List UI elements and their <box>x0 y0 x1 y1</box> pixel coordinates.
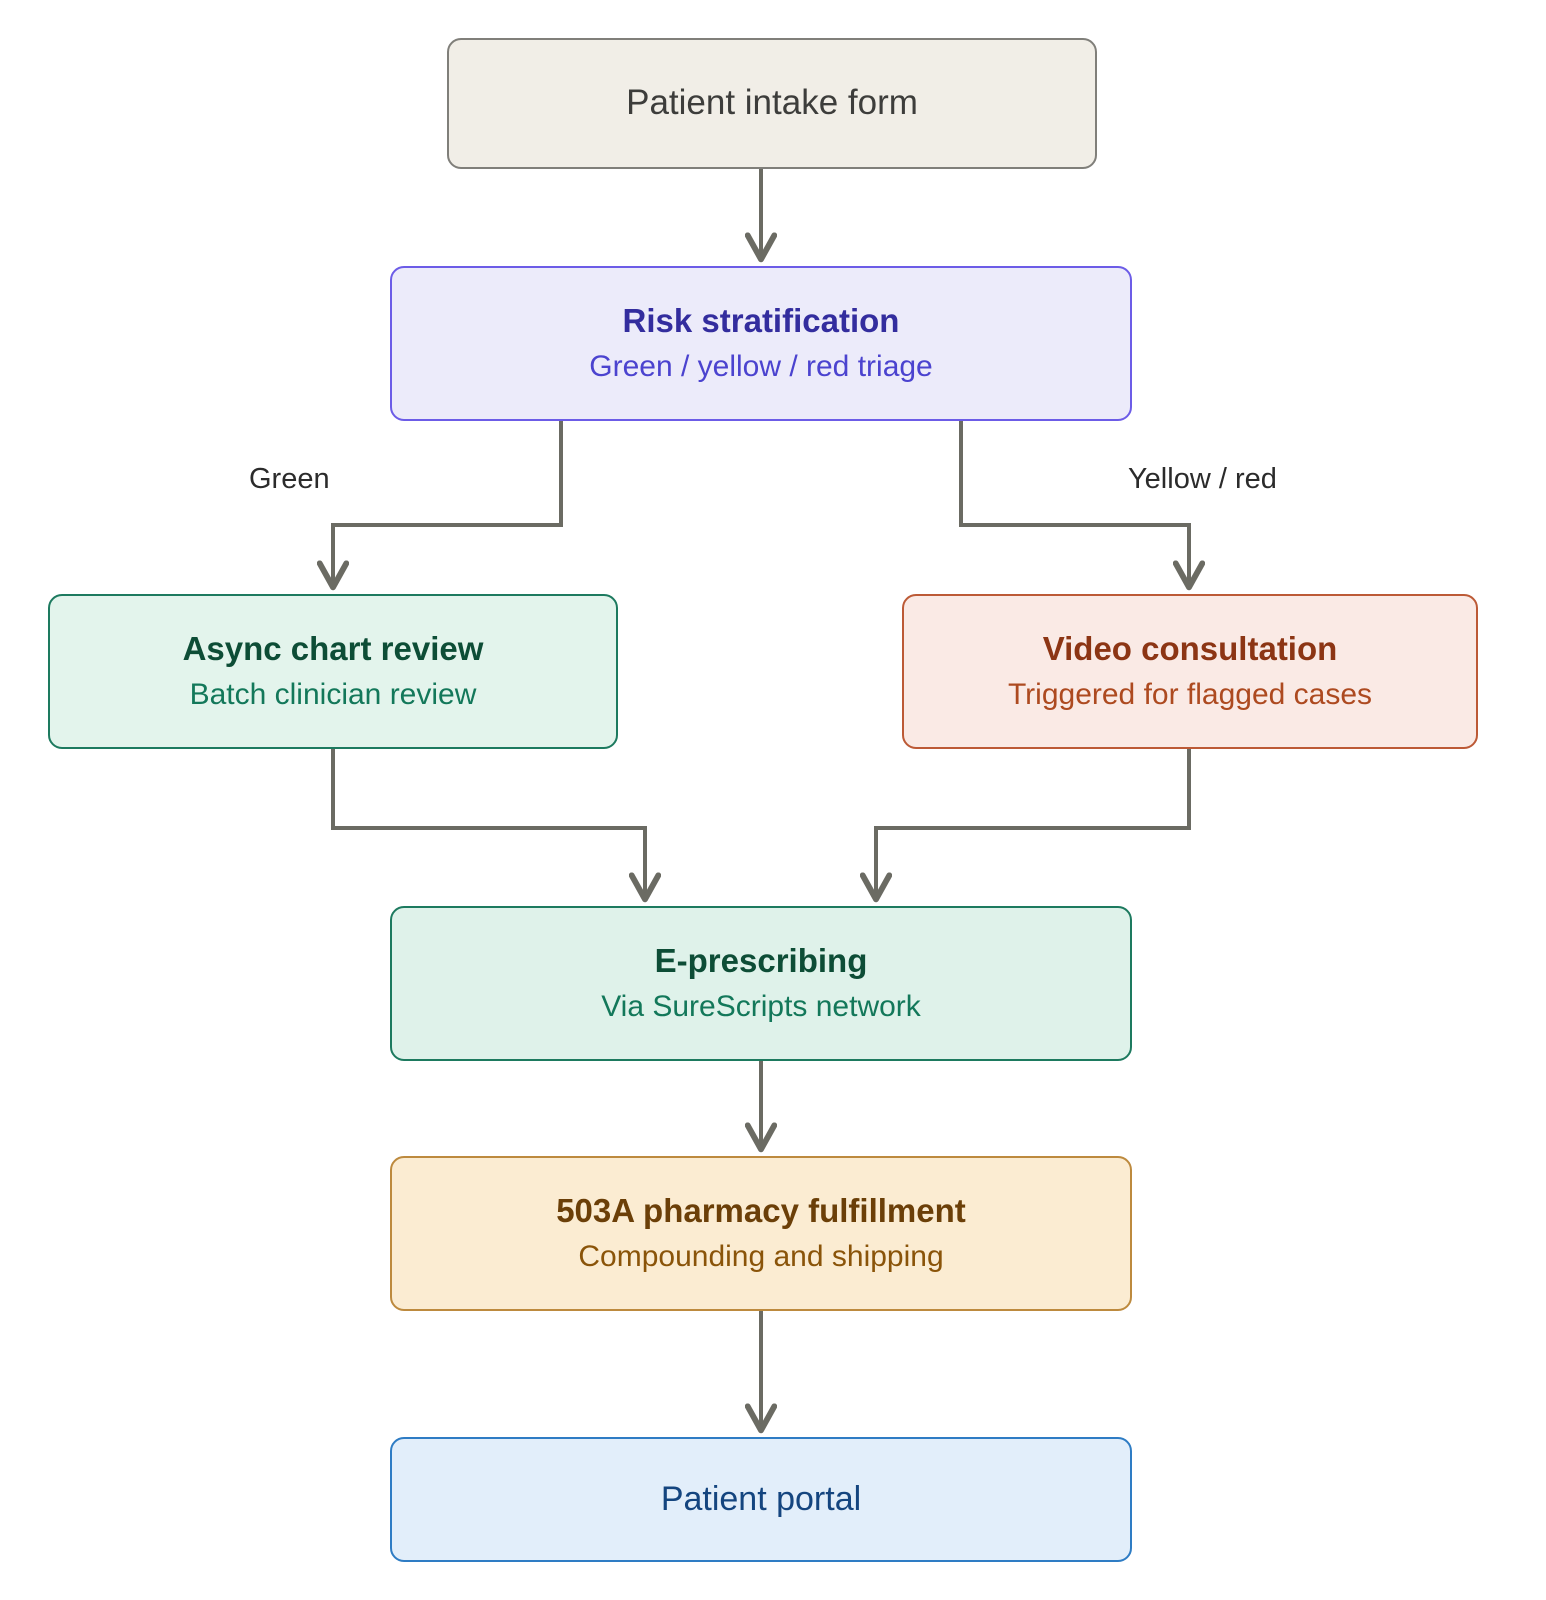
node-patient-intake-form[interactable]: Patient intake form <box>447 38 1097 169</box>
node-503a-pharmacy-fulfillment[interactable]: 503A pharmacy fulfillment Compounding an… <box>390 1156 1132 1311</box>
node-subtitle: Via SureScripts network <box>601 990 921 1024</box>
node-risk-stratification[interactable]: Risk stratification Green / yellow / red… <box>390 266 1132 421</box>
node-title: Patient portal <box>660 1479 862 1518</box>
node-subtitle: Compounding and shipping <box>578 1240 944 1274</box>
node-title: Risk stratification <box>622 302 900 340</box>
edge-risk-to-async <box>333 421 563 586</box>
edge-risk-to-video <box>959 421 1189 586</box>
edge-label-yellow-red: Yellow / red <box>1128 463 1277 495</box>
node-subtitle: Batch clinician review <box>189 678 477 712</box>
node-subtitle: Triggered for flagged cases <box>1007 678 1373 712</box>
edge-video-to-erx <box>876 749 1191 898</box>
node-title: Video consultation <box>1042 630 1338 668</box>
node-subtitle: Green / yellow / red triage <box>589 350 933 384</box>
node-e-prescribing[interactable]: E-prescribing Via SureScripts network <box>390 906 1132 1061</box>
node-title: E-prescribing <box>654 942 868 980</box>
node-title: 503A pharmacy fulfillment <box>556 1192 966 1230</box>
node-title: Patient intake form <box>626 83 918 123</box>
node-video-consultation[interactable]: Video consultation Triggered for flagged… <box>902 594 1478 749</box>
edge-async-to-erx <box>331 749 645 898</box>
edge-label-green: Green <box>249 463 330 495</box>
node-patient-portal[interactable]: Patient portal <box>390 1437 1132 1562</box>
node-async-chart-review[interactable]: Async chart review Batch clinician revie… <box>48 594 618 749</box>
node-title: Async chart review <box>182 630 484 668</box>
